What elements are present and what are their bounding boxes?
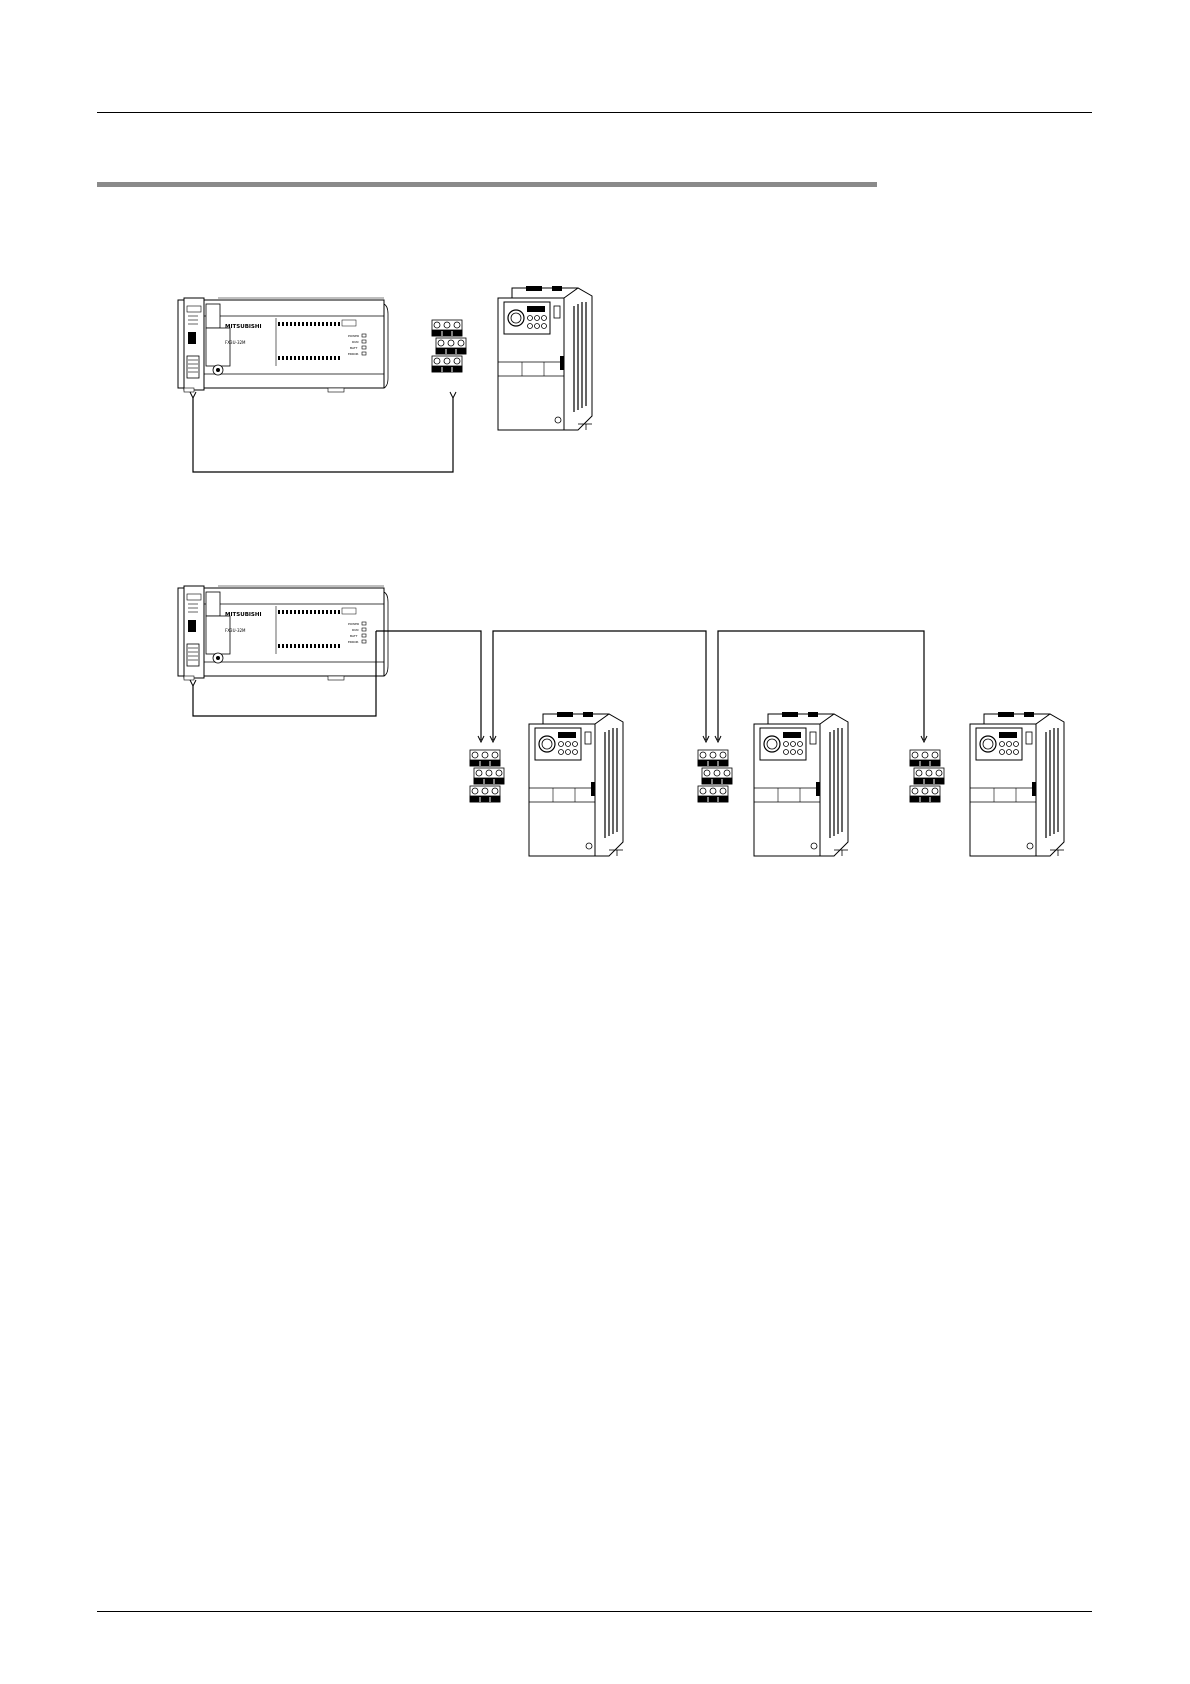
inverter-unit — [970, 712, 1064, 856]
terminal-block — [698, 750, 732, 802]
figure-one-to-n — [178, 586, 1064, 856]
terminal-block — [470, 750, 504, 802]
plc-unit — [178, 586, 388, 680]
inverter-unit — [754, 712, 848, 856]
figure-one-to-one — [178, 286, 592, 472]
terminal-block — [910, 750, 944, 802]
inverter-unit — [529, 712, 623, 856]
plc-unit — [178, 298, 388, 392]
terminal-block — [432, 320, 466, 372]
rs485-cable — [193, 398, 453, 472]
inverter-unit — [498, 286, 592, 430]
